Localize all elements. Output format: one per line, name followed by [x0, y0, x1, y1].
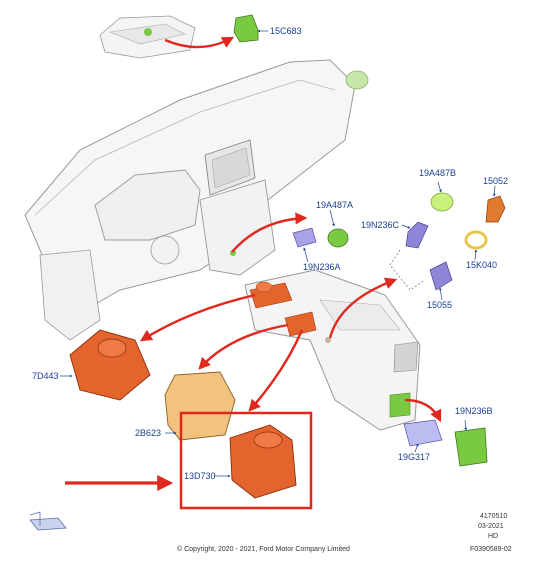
part-15055 [429, 261, 453, 291]
part-19G317 [403, 419, 443, 447]
label-19N236C: 19N236C [361, 220, 400, 230]
label-13D730: 13D730 [184, 471, 216, 481]
overhead-console [99, 15, 196, 59]
label-19N236B: 19N236B [455, 406, 493, 416]
drawing-code-1: 4170510 [480, 513, 508, 520]
dashboard-assembly [24, 59, 369, 341]
drawing-code-3: HD [488, 533, 499, 540]
label-19N236A: 19N236A [303, 262, 341, 272]
arrow-to-7D443 [139, 293, 256, 342]
label-2B623: 2B623 [135, 428, 162, 438]
part-19A487A [327, 228, 349, 248]
drawing-code-4: F0390589-02 [470, 546, 512, 553]
highlight-box [179, 411, 313, 510]
part-19N236B [454, 427, 488, 467]
arrow-to-13D730 [248, 329, 304, 412]
part-2B623 [164, 371, 236, 441]
part-19N236C [405, 221, 429, 249]
part-15052 [485, 195, 506, 223]
center-console [244, 269, 421, 431]
label-19A487A: 19A487A [316, 200, 354, 210]
arrow-overhead [164, 36, 235, 49]
callout-arrows [65, 36, 442, 491]
part-7D443 [69, 329, 151, 401]
arrow-console-up [328, 277, 398, 339]
label-7D443: 7D443 [32, 371, 59, 381]
arrow-to-2B623 [198, 323, 289, 370]
part-15K040 [464, 230, 488, 250]
arrow-console-right [404, 398, 442, 423]
view-direction-icon [29, 511, 67, 531]
connector-lines [389, 249, 426, 291]
part-19N236A [292, 227, 317, 248]
arrow-center-stack [231, 212, 308, 253]
label-15055: 15055 [427, 300, 453, 310]
drawing-code-2: 03-2021 [478, 523, 504, 530]
label-15K040: 15K040 [466, 260, 498, 270]
leader-lines [60, 29, 496, 478]
part-15C683 [233, 14, 259, 43]
label-15C683: 15C683 [270, 26, 302, 36]
label-15052: 15052 [483, 176, 509, 186]
part-13D730 [229, 424, 297, 499]
label-19G317: 19G317 [398, 452, 431, 462]
copyright-text: © Copyright, 2020 - 2021, Ford Motor Com… [177, 546, 350, 553]
label-19A487B: 19A487B [419, 168, 457, 178]
part-19A487B [430, 192, 454, 212]
